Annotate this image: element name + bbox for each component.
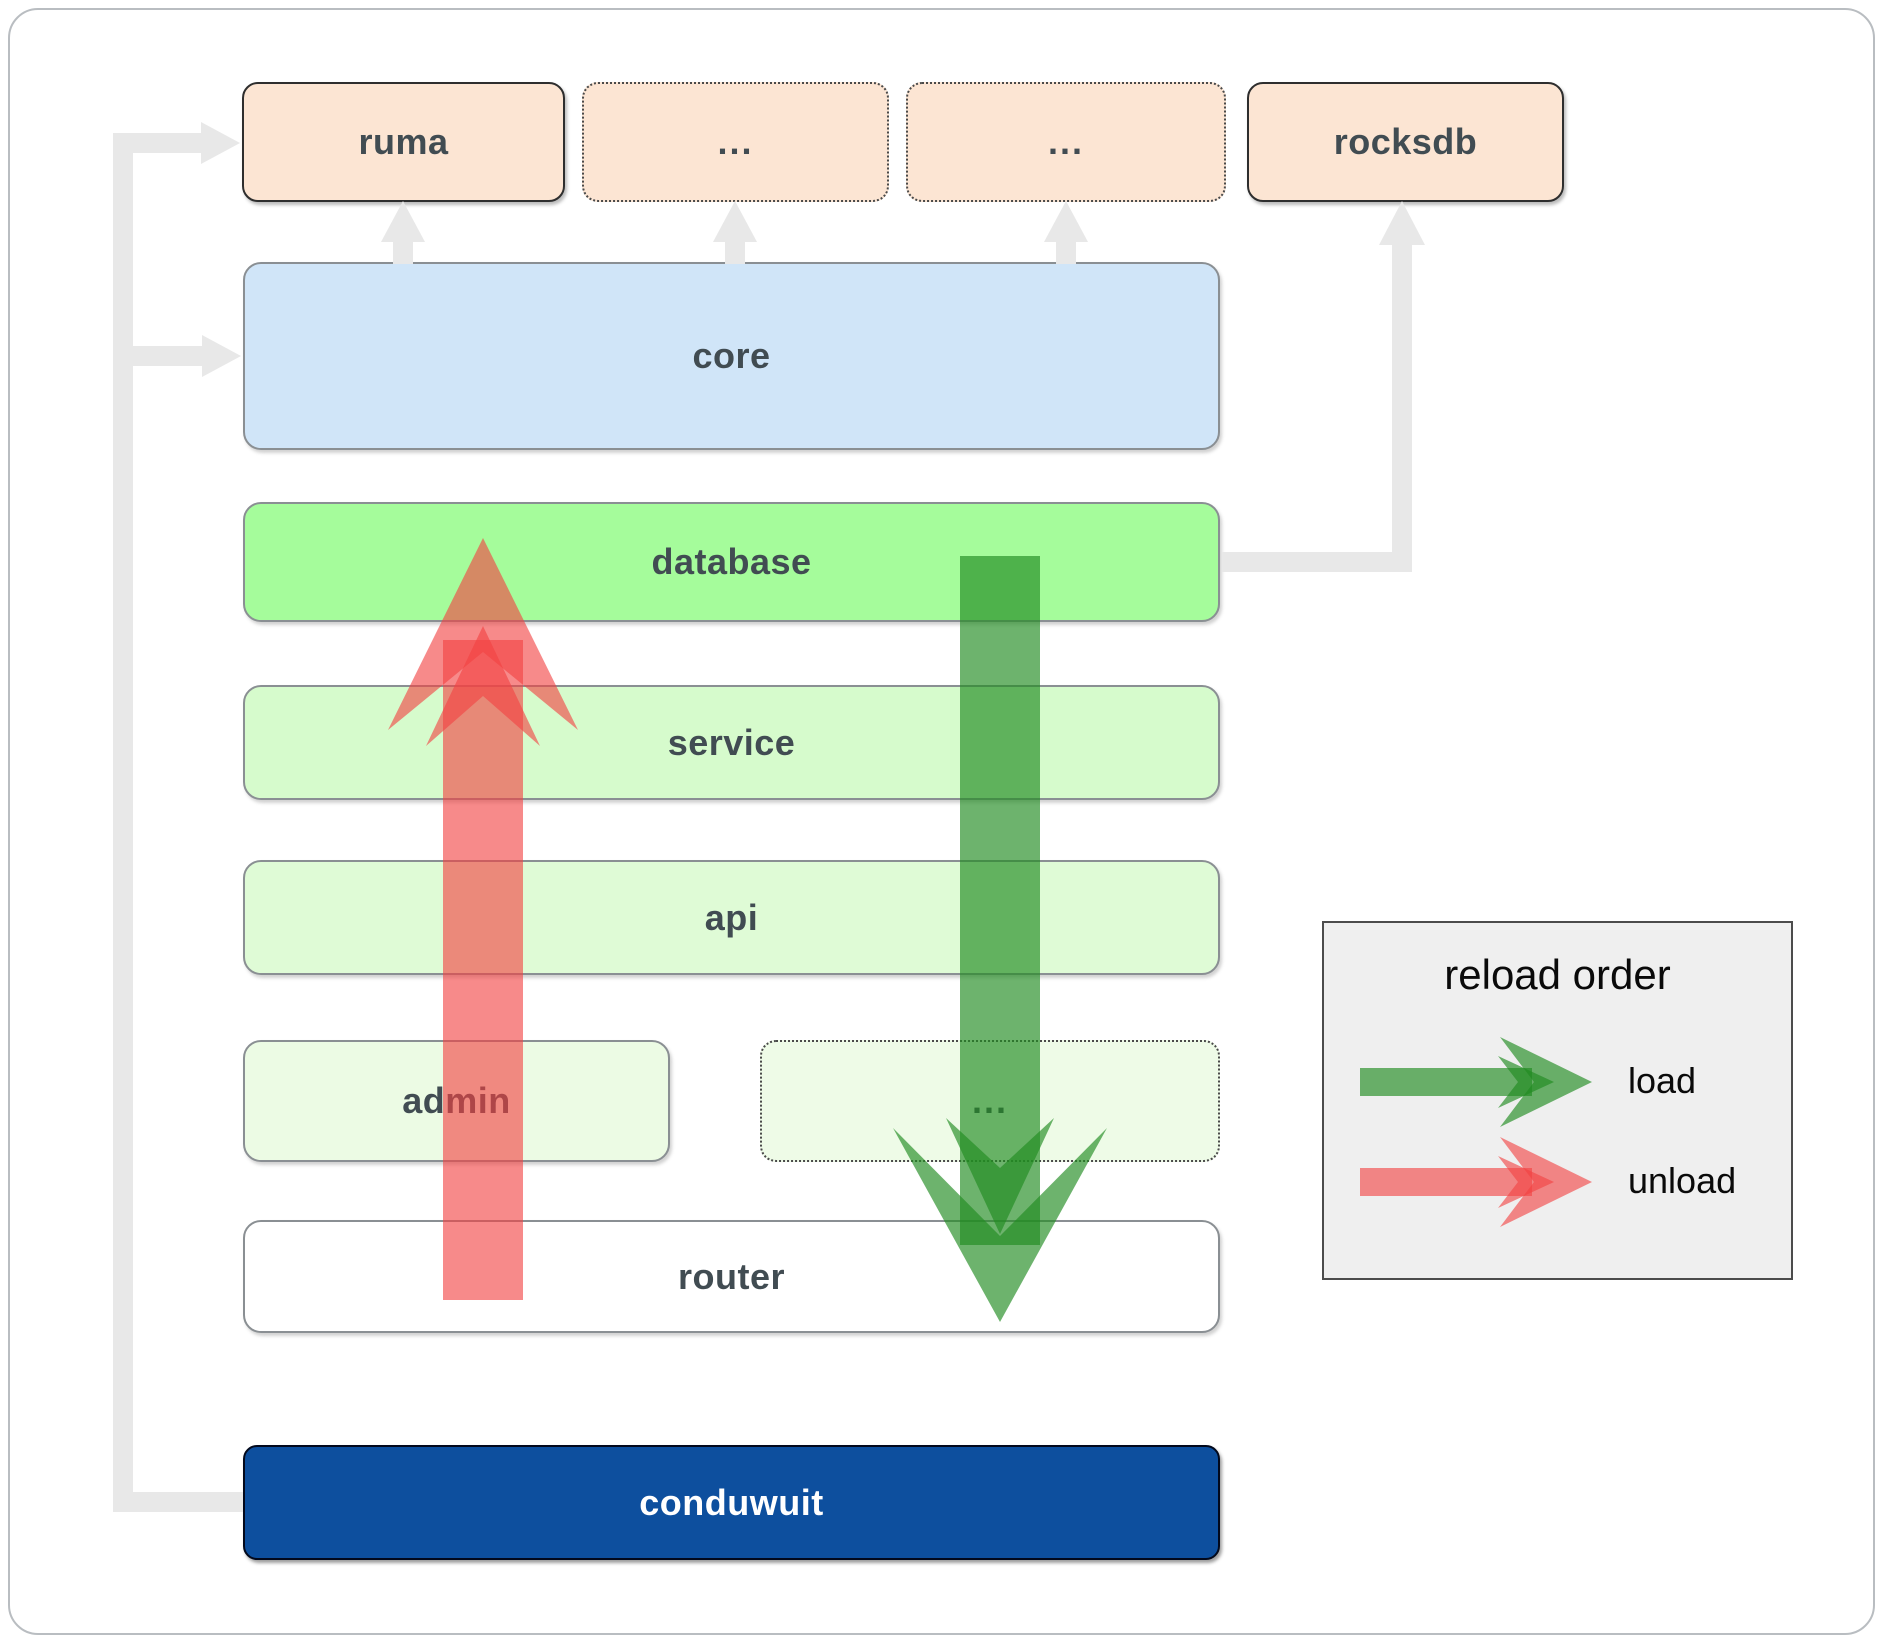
node-ellipsis-1: ... xyxy=(582,82,889,202)
node-ruma: ruma xyxy=(242,82,565,202)
node-ruma-label: ruma xyxy=(358,121,449,162)
node-rocksdb: rocksdb xyxy=(1247,82,1564,202)
node-database: database xyxy=(243,502,1220,622)
node-ellipsis-row: ... xyxy=(760,1040,1220,1162)
legend-unload-label: unload xyxy=(1628,1160,1737,1201)
node-router: router xyxy=(243,1220,1220,1333)
node-router-label: router xyxy=(677,1255,785,1297)
node-ellipsis-2: ... xyxy=(906,82,1226,202)
node-admin-label: admin xyxy=(402,1080,511,1121)
node-service-label: service xyxy=(667,721,796,763)
node-service: service xyxy=(243,685,1220,800)
outer-frame xyxy=(8,8,1875,1635)
node-ellipsis-row-label: ... xyxy=(971,1080,1008,1121)
legend-title: reload order xyxy=(1444,951,1671,998)
node-ellipsis-2-label: ... xyxy=(1047,121,1084,162)
node-conduwuit-label: conduwuit xyxy=(639,1481,824,1523)
legend-load-label: load xyxy=(1628,1060,1697,1101)
node-api: api xyxy=(243,860,1220,975)
legend-box: reload order xyxy=(1322,921,1793,1280)
node-conduwuit: conduwuit xyxy=(243,1445,1220,1560)
node-api-label: api xyxy=(704,896,759,938)
node-core: core xyxy=(243,262,1220,450)
node-ellipsis-1-label: ... xyxy=(717,121,754,162)
node-database-label: database xyxy=(651,541,812,582)
node-admin: admin xyxy=(243,1040,670,1162)
node-rocksdb-label: rocksdb xyxy=(1333,121,1478,162)
node-core-label: core xyxy=(692,335,771,376)
